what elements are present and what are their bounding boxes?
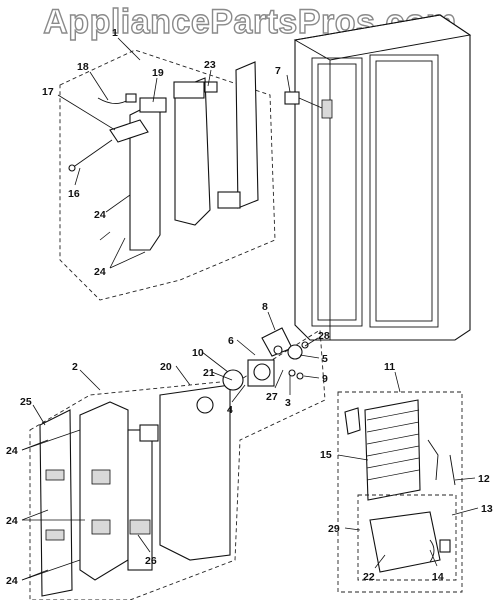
callout-24-c: 24 (6, 445, 18, 457)
callout-28: 28 (318, 330, 330, 342)
callout-15: 15 (320, 449, 332, 461)
assembly-2-group (29, 327, 326, 600)
callout-23: 23 (204, 59, 216, 71)
callout-14: 14 (432, 571, 444, 583)
callout-22: 22 (363, 571, 375, 583)
callout-19: 19 (152, 67, 164, 79)
callout-27: 27 (266, 391, 278, 403)
callout-9: 9 (322, 373, 328, 385)
callout-17: 17 (42, 86, 54, 98)
callout-16: 16 (68, 188, 80, 200)
assembly-1-group (59, 49, 276, 301)
callout-12: 12 (478, 473, 490, 485)
callout-24-d: 24 (6, 515, 18, 527)
callout-4: 4 (227, 404, 233, 416)
evaporator-assembly-11 (337, 391, 463, 593)
callout-26: 26 (145, 555, 157, 567)
callout-3: 3 (285, 397, 291, 409)
callout-1: 1 (112, 27, 118, 39)
leader-lines (21, 37, 479, 581)
part-7-bracket (284, 91, 323, 109)
callout-24: 24 (94, 209, 106, 221)
refrigerator-cabinet (293, 14, 472, 341)
callout-25: 25 (20, 396, 32, 408)
callout-20: 20 (160, 361, 172, 373)
callout-6: 6 (228, 335, 234, 347)
callout-11: 11 (384, 361, 395, 373)
callout-labels: 1 18 19 23 7 17 16 24 24 8 28 6 5 9 10 2… (6, 27, 493, 587)
callout-8: 8 (262, 301, 268, 313)
callout-18: 18 (77, 61, 89, 73)
callout-2: 2 (72, 361, 78, 373)
callout-24-b: 24 (94, 266, 106, 278)
callout-24-e: 24 (6, 575, 18, 587)
callout-5: 5 (322, 353, 328, 365)
callout-29: 29 (328, 523, 340, 535)
callout-10: 10 (192, 347, 204, 359)
callout-13: 13 (481, 503, 493, 515)
callout-7: 7 (275, 65, 281, 77)
callout-21: 21 (203, 367, 215, 379)
